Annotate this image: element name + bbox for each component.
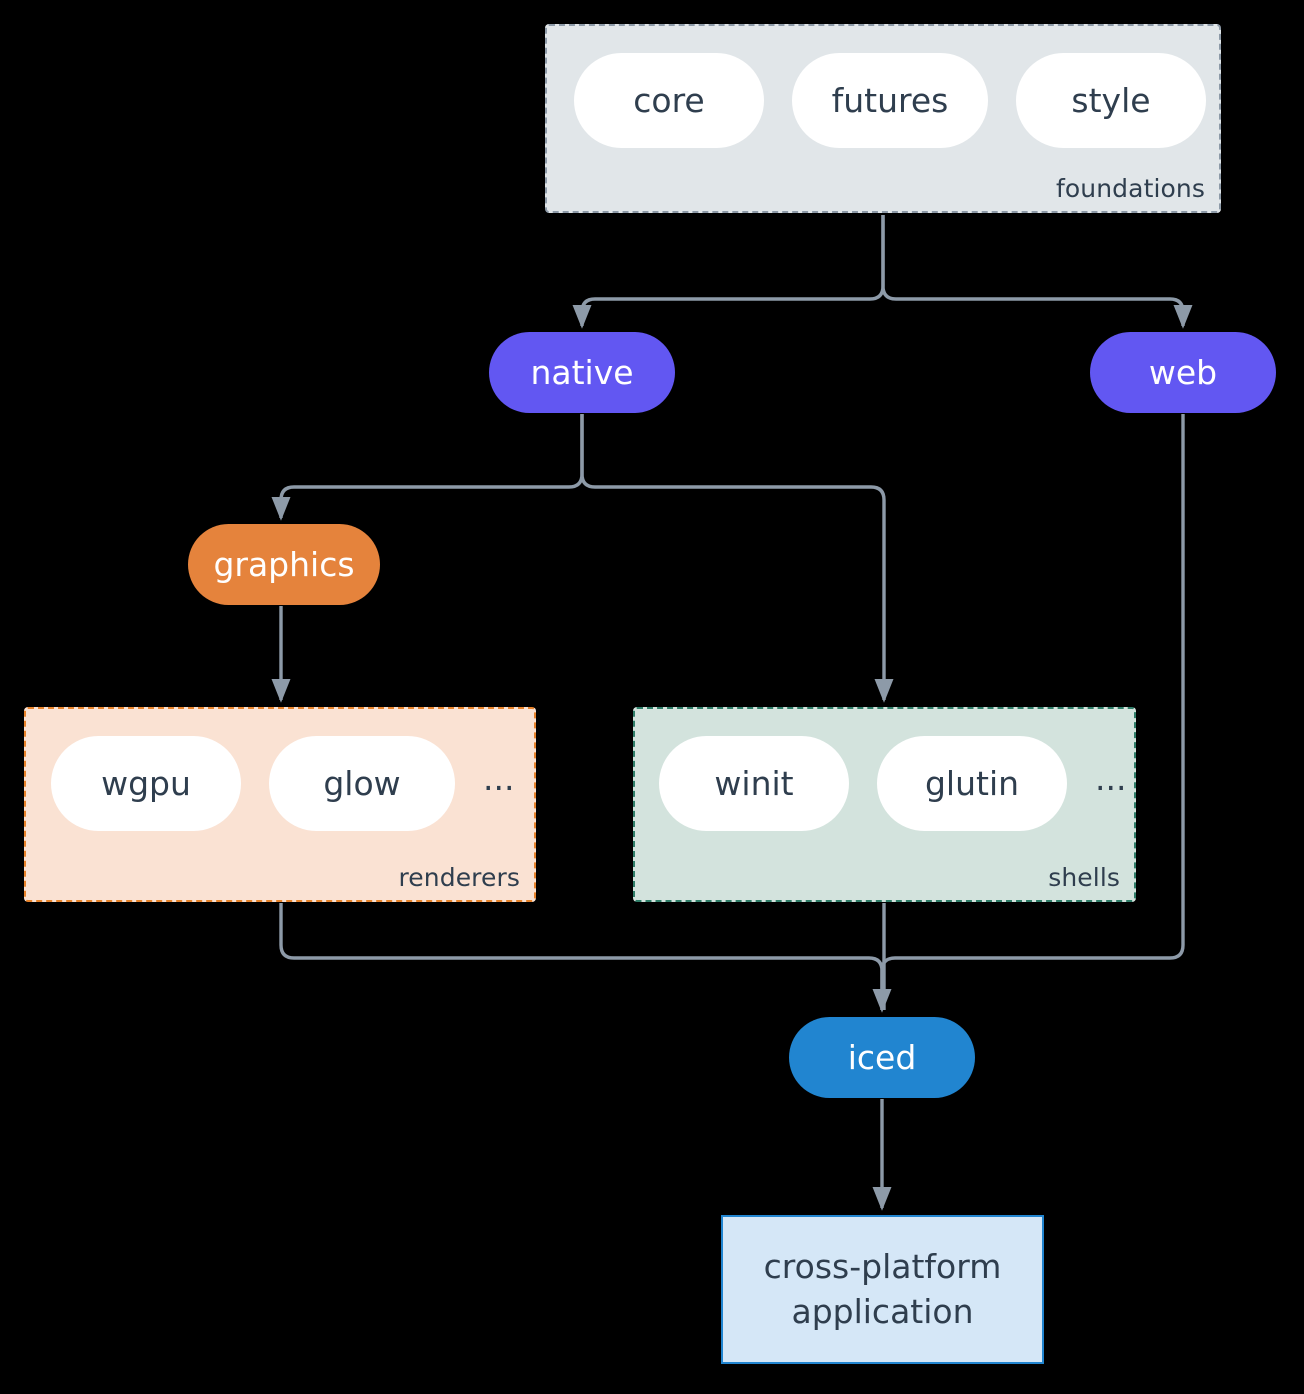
edge-foundations-to-native-web: [572, 215, 1193, 329]
foundations-node-row: core futures style: [574, 53, 1206, 148]
cluster-shells[interactable]: winit glutin ... shells: [633, 707, 1136, 902]
node-iced[interactable]: iced: [789, 1017, 975, 1098]
node-futures[interactable]: futures: [792, 53, 988, 148]
cluster-renderers[interactable]: wgpu glow ... renderers: [24, 707, 536, 902]
edge-renderers-to-iced: [279, 903, 892, 1013]
node-cross-platform-application[interactable]: cross-platform application: [721, 1215, 1044, 1364]
node-wgpu[interactable]: wgpu: [51, 736, 241, 831]
application-line-2: application: [791, 1291, 974, 1331]
node-glutin[interactable]: glutin: [877, 736, 1067, 831]
node-native[interactable]: native: [489, 332, 675, 413]
shells-ellipsis: ...: [1095, 758, 1127, 798]
renderers-node-row: wgpu glow ...: [51, 736, 514, 831]
cluster-label-foundations: foundations: [1056, 174, 1205, 203]
node-style[interactable]: style: [1016, 53, 1206, 148]
node-graphics[interactable]: graphics: [188, 524, 380, 605]
cluster-label-shells: shells: [1048, 863, 1120, 892]
node-web[interactable]: web: [1090, 332, 1276, 413]
renderers-ellipsis: ...: [483, 758, 515, 798]
cluster-label-renderers: renderers: [398, 863, 520, 892]
node-winit[interactable]: winit: [659, 736, 849, 831]
node-core[interactable]: core: [574, 53, 764, 148]
application-line-1: cross-platform: [763, 1246, 1002, 1286]
edge-native-to-graphics: [271, 414, 584, 521]
node-glow[interactable]: glow: [269, 736, 455, 831]
shells-node-row: winit glutin ...: [659, 736, 1126, 831]
cluster-foundations[interactable]: core futures style foundations: [545, 24, 1221, 213]
edge-native-to-shells: [580, 414, 894, 703]
